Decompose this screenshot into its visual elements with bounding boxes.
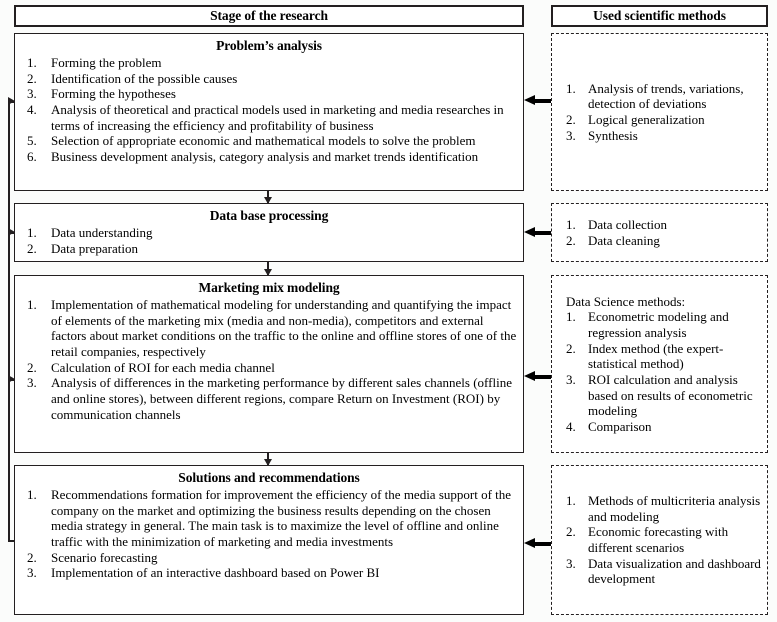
methods-list-data-base-processing: Data collection Data cleaning: [558, 217, 761, 248]
column-header-stage-of-the-research: Stage of the research: [14, 5, 524, 27]
list-item: Comparison: [566, 418, 652, 434]
list-item: ROI calculation and analysis based on re…: [566, 371, 753, 419]
method-arrow-to-stage2: [524, 227, 551, 238]
arrow-shaft: [532, 230, 551, 235]
list-item: Data preparation: [27, 240, 138, 256]
list-item: Analysis of theoretical and practical mo…: [27, 101, 504, 133]
methods-box-marketing-mix-modeling: Data Science methods: Econometric modeli…: [551, 275, 768, 453]
stage-box-data-base-processing: Data base processing Data understanding …: [14, 203, 524, 262]
stage-title-data-base-processing: Data base processing: [209, 208, 329, 223]
stage-box-marketing-mix-modeling: Marketing mix modeling Implementation of…: [14, 275, 524, 453]
list-item: Business development analysis, category …: [27, 148, 479, 164]
stage-list-problems-analysis: Forming the problem Identification of th…: [21, 55, 517, 165]
stage-box-solutions-and-recommendations: Solutions and recommendations Recommenda…: [14, 465, 524, 615]
arrow-head-left-icon: [524, 95, 535, 105]
arrow-head-left-icon: [524, 227, 535, 237]
flow-arrow-stage3-to-stage4: [267, 453, 269, 465]
feedback-arrowhead-stage3: [8, 375, 15, 383]
feedback-loop-vertical-segment: [8, 101, 10, 541]
list-item: Data understanding: [27, 224, 153, 240]
methods-box-solutions-and-recommendations: Methods of multicriteria analysis and mo…: [551, 465, 768, 615]
list-item: Econometric modeling and regression anal…: [566, 309, 729, 340]
column-header-used-scientific-methods: Used scientific methods: [551, 5, 768, 27]
list-item: Data collection: [566, 216, 668, 232]
list-item: Economic forecasting with different scen…: [566, 524, 729, 555]
list-item: Analysis of differences in the marketing…: [27, 375, 512, 422]
list-item: Methods of multicriteria analysis and mo…: [566, 493, 761, 524]
list-item: Identification of the possible causes: [27, 70, 238, 86]
stage-list-marketing-mix-modeling: Implementation of mathematical modeling …: [21, 297, 517, 422]
list-item: Implementation of mathematical modeling …: [27, 296, 517, 359]
methods-list-solutions-and-recommendations: Methods of multicriteria analysis and mo…: [558, 493, 761, 587]
list-item: Selection of appropriate economic and ma…: [27, 133, 476, 149]
methods-box-problems-analysis: Analysis of trends, variations, detectio…: [551, 33, 768, 191]
stage-title-problems-analysis: Problem’s analysis: [216, 38, 322, 53]
list-item: Logical generalization: [566, 112, 705, 127]
list-item: Synthesis: [566, 127, 638, 143]
list-item: Forming the problem: [27, 54, 162, 70]
stage-list-data-base-processing: Data understanding Data preparation: [21, 225, 517, 256]
list-item: Scenario forecasting: [27, 549, 158, 565]
feedback-loop-bottom-segment: [8, 540, 15, 542]
feedback-arrowhead-stage2: [8, 228, 15, 236]
list-item: Data cleaning: [566, 232, 660, 248]
stage-title-marketing-mix-modeling: Marketing mix modeling: [198, 280, 340, 295]
methods-box-data-base-processing: Data collection Data cleaning: [551, 203, 768, 262]
arrow-shaft: [532, 541, 551, 546]
stage-title-solutions-and-recommendations: Solutions and recommendations: [178, 470, 360, 485]
arrow-shaft: [532, 98, 551, 103]
arrow-head-left-icon: [524, 538, 535, 548]
list-item: Forming the hypotheses: [27, 86, 176, 102]
list-item: Calculation of ROI for each media channe…: [27, 359, 275, 375]
methods-list-marketing-mix-modeling: Econometric modeling and regression anal…: [558, 309, 761, 434]
flow-arrow-stage1-to-stage2: [267, 191, 269, 203]
method-arrow-to-stage3: [524, 371, 551, 382]
feedback-arrowhead-stage1: [8, 97, 15, 105]
methods-list-problems-analysis: Analysis of trends, variations, detectio…: [558, 81, 761, 144]
methods-lead-data-science: Data Science methods:: [566, 293, 686, 309]
list-item: Index method (the expert-statistical met…: [566, 340, 724, 372]
method-arrow-to-stage4: [524, 538, 551, 549]
arrow-shaft: [532, 374, 551, 379]
method-arrow-to-stage1: [524, 95, 551, 106]
list-item: Data visualization and dashboard develop…: [566, 555, 761, 587]
arrow-head-left-icon: [524, 371, 535, 381]
stage-list-solutions-and-recommendations: Recommendations formation for improvemen…: [21, 487, 517, 581]
list-item: Implementation of an interactive dashboa…: [27, 565, 380, 581]
list-item: Recommendations formation for improvemen…: [27, 486, 512, 549]
stage-box-problems-analysis: Problem’s analysis Forming the problem I…: [14, 33, 524, 191]
flow-arrow-stage2-to-stage3: [267, 262, 269, 275]
list-item: Analysis of trends, variations, detectio…: [566, 80, 744, 112]
